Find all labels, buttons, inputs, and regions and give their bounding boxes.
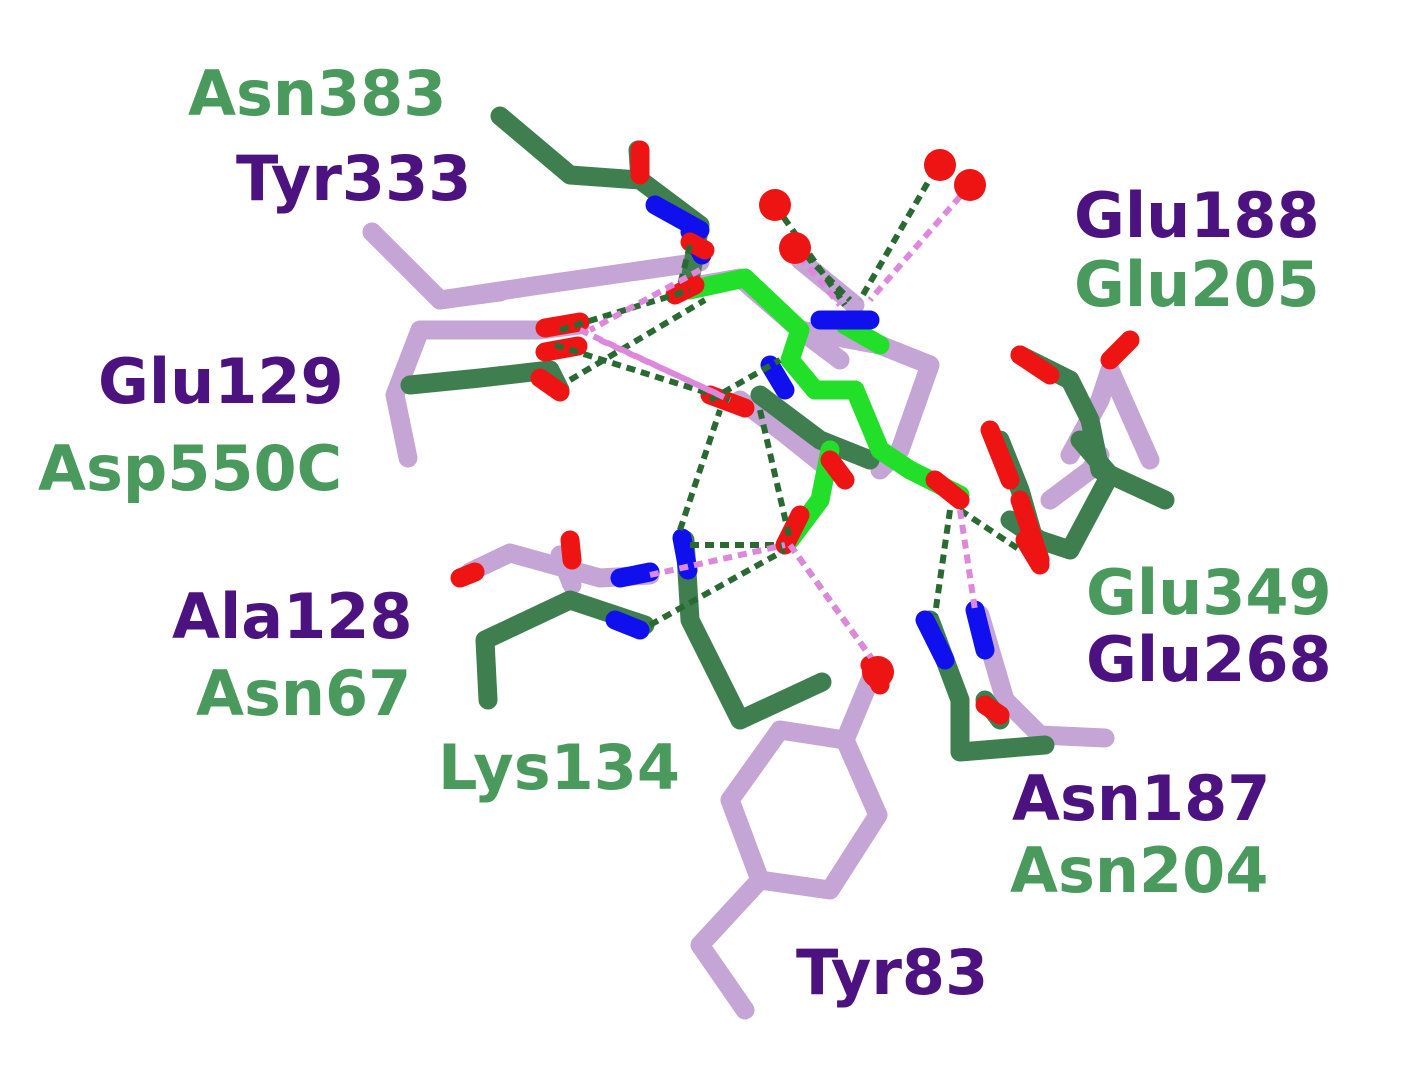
label-glu129: Glu129 [98,345,344,418]
glu205-oxygen-b [1100,330,1140,370]
hbond-green-13 [792,242,853,303]
ala128-nitrogen [610,562,660,588]
asn187-nitrogen [915,610,955,670]
ligand-oxygen-hydroxyl [775,505,810,555]
lys134-stick [675,530,832,730]
asn383-stick [490,106,710,290]
hbond-purple-2 [649,542,786,578]
hbond-green-14 [857,168,938,302]
water-sphere [862,656,894,688]
label-tyr83: Tyr83 [796,936,988,1009]
tyr83-oh-stick [835,670,880,750]
ligand-ring-stick [780,350,865,400]
asn383-n-bond [645,195,710,240]
hydrogen-bonds [554,168,1022,672]
asn67-stick [475,590,655,710]
label-glu205: Glu205 [1074,248,1320,321]
ligand-oxygen-mid [820,450,855,490]
ala128-carbonyl-oxygen [560,530,582,570]
hbond-green-12 [772,203,848,307]
glu268-nitrogen [965,600,995,660]
ala128-carbonyl-stick [550,545,582,595]
label-lys134: Lys134 [438,731,680,804]
asp550c-oxygen [530,368,570,402]
ligand-green-lower [750,385,880,470]
tyr83-tail-stick [690,870,770,1020]
hbond-green-10 [932,509,953,616]
hbond-purple-7 [787,243,843,307]
ala128-oxygen [450,562,485,588]
hbond-green-3 [554,342,731,403]
hbond-purple-6 [867,183,973,302]
hbond-green-5 [677,409,723,531]
water-sphere [759,189,791,221]
hbond-green-11 [958,507,1022,553]
label-glu188: Glu188 [1074,179,1320,252]
ligand-nitrogen-left [760,355,795,400]
glu349-oxygen-c [1015,530,1050,575]
tyr333-backbone-stick [362,222,710,310]
hbond-green-6 [757,409,793,541]
water-molecules [759,149,986,688]
residue-labels: Asn383 Tyr333 Glu188 Glu205 Glu129 Asp55… [38,57,1332,1009]
hbond-green-2 [568,297,707,383]
label-glu268: Glu268 [1086,623,1332,696]
glu268-stick [970,605,1115,748]
tyr333-oxygen [680,232,715,260]
hbond-purple-5 [588,267,702,333]
label-glu349: Glu349 [1086,556,1332,629]
glu349-oxygen-a [980,420,1020,490]
asn67-nitrogen [605,610,650,640]
asn187-oxygen [975,695,1010,725]
hbond-green-8 [648,547,787,628]
hbond-purple-3 [787,543,883,672]
ligand-chain-stick [680,268,810,370]
label-asn67: Asn67 [196,657,411,730]
hbond-purple-4 [957,509,978,611]
label-asp550c: Asp550C [38,432,342,505]
hbond-green-4 [708,357,782,403]
label-tyr333: Tyr333 [236,142,471,215]
water-sphere [779,232,811,264]
label-asn204: Asn204 [1010,834,1268,907]
ligand-oxygen-right [925,470,970,510]
hbond-green-1 [559,287,691,333]
label-ala128: Ala128 [172,580,413,653]
label-asn383: Asn383 [188,57,446,130]
glu205-oxygen-a [1010,345,1060,385]
tyr333-sidechain-stick [430,282,510,310]
water-sphere [924,149,956,181]
hbond-purple-1 [598,337,722,398]
label-asn187: Asn187 [1012,762,1270,835]
tyr83-ring-stick [720,720,888,900]
water-sphere [954,169,986,201]
